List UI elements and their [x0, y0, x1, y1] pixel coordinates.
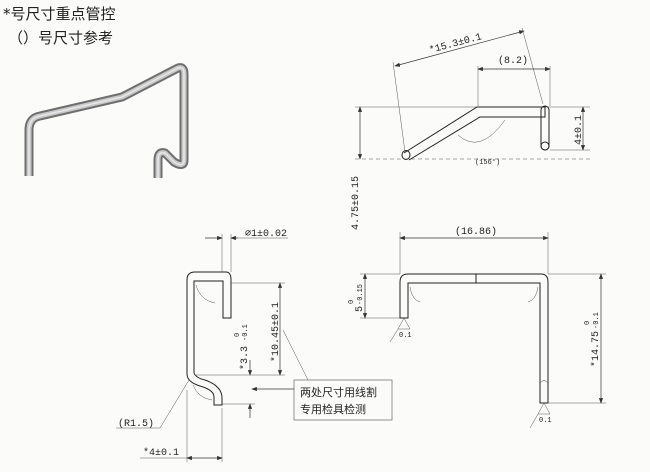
svg-text:0: 0	[348, 300, 356, 304]
step-dimension: *3.3 0 -0.1	[234, 324, 251, 370]
radius-dimension: (R1.5)	[118, 418, 154, 430]
callout-line-2: 专用检具检测	[300, 402, 366, 416]
note-reference-dimensions: （）号尺寸参考	[8, 29, 113, 47]
svg-text:-0.1: -0.1	[242, 324, 250, 341]
long-leg-dimension: *14.75 0 -0.1	[584, 312, 602, 367]
height-dimension: *10.45±0.1	[270, 302, 282, 362]
diameter-dimension: ⌀1±0.02	[245, 229, 287, 240]
width-dimension: *4±0.1	[143, 447, 179, 459]
flatness-left: 0.1	[399, 332, 412, 340]
callout-box	[293, 379, 393, 421]
short-leg-dimension: 5 0 -0.15	[348, 284, 366, 312]
top-view: (156°) *15.3±0.1 (8.2) 4±0.1 4.75±0.15	[351, 27, 590, 230]
svg-text:-0.1: -0.1	[593, 312, 601, 329]
offset-dimension: 4.75±0.15	[351, 176, 362, 230]
front-view: (16.86) 5 0 -0.15 *14.75 0 -0.1 0.1 0.1	[348, 226, 606, 429]
height-dimension: 4±0.1	[574, 115, 585, 145]
angle-label: (156°)	[475, 158, 500, 167]
svg-text:0: 0	[584, 321, 592, 325]
svg-text:5: 5	[355, 306, 366, 312]
side-view: ⌀1±0.02 *10.45±0.1 *3.3 0 -0.1 两处尺寸用线割 专…	[116, 229, 393, 462]
length-dimension: *15.3±0.1	[428, 31, 483, 57]
svg-text:*14.75: *14.75	[590, 331, 602, 367]
datum-triangle-right-icon	[529, 402, 551, 429]
datum-triangle-left-icon	[389, 317, 411, 343]
note-critical-dimensions: *号尺寸重点管控	[3, 5, 116, 23]
svg-text:0: 0	[234, 333, 242, 337]
svg-text:*3.3: *3.3	[239, 346, 251, 370]
reference-length-dimension: (8.2)	[498, 55, 528, 67]
span-dimension: (16.86)	[455, 226, 497, 238]
callout-line-1: 两处尺寸用线割	[300, 385, 377, 399]
flatness-right: 0.1	[539, 417, 552, 425]
svg-text:-0.15: -0.15	[357, 284, 365, 305]
isometric-part-view	[24, 63, 189, 178]
